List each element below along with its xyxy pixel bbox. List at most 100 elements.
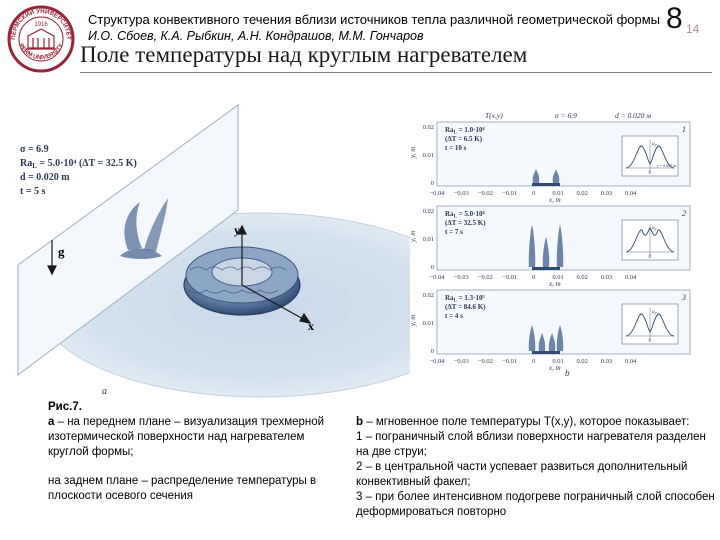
panel-time: t = 10 s [445, 144, 467, 152]
university-logo: ПЕРМСКИЙ УНИВЕРСИТЕТ PERM UNIVERSITY 191… [7, 5, 75, 73]
x-tick-label: −0.02 [478, 358, 493, 365]
x-tick-label: 0 [532, 274, 535, 281]
title-divider [80, 72, 712, 73]
param-rayleigh: RaL = 5.0·10⁴ (ΔT = 32.5 K) [20, 158, 137, 170]
y-tick-label: 0.01 [423, 320, 434, 327]
x-tick-label: 0.03 [601, 190, 612, 197]
temperature-plume [556, 325, 564, 351]
gravity-label: g [58, 244, 65, 259]
heater-bar [532, 267, 560, 270]
x-tick-label: 0.01 [552, 190, 563, 197]
x-tick-label: 0.02 [577, 358, 588, 365]
caption-right: b – мгновенное поле температуры T(x,y), … [356, 415, 716, 520]
temperature-plume [556, 225, 564, 267]
velocity-profile-line [625, 145, 675, 169]
panel-rayleigh: RaL = 1.3·10⁵ [445, 294, 485, 304]
caption-a-letter: a [48, 416, 55, 428]
panel-delta-t: (ΔT = 84.6 K) [445, 303, 486, 311]
panel-delta-t: (ΔT = 32.5 K) [445, 219, 486, 227]
heater-bar [532, 351, 560, 354]
inset-y-label: uy [652, 309, 657, 315]
x-tick-label: −0.03 [454, 358, 469, 365]
x-tick-label: −0.04 [429, 274, 445, 281]
x-tick-label: 0.03 [601, 358, 612, 365]
x-tick-label: 0.04 [625, 274, 637, 281]
param-diameter: d = 0.020 m [20, 172, 70, 183]
temperature-plume [542, 237, 550, 267]
y-tick-label: 0 [431, 180, 434, 187]
inset-x-label: 0 [649, 171, 652, 176]
caption-b-lead: b – мгновенное поле температуры T(x,y), … [356, 415, 716, 430]
caption-b-text: – мгновенное поле температуры T(x,y), ко… [363, 416, 690, 428]
fig-right-header-d: d = 0.020 м [615, 112, 651, 120]
temperature-plume [538, 333, 546, 351]
param-sigma: σ = 6.9 [20, 144, 49, 155]
y-tick-label: 0.01 [423, 236, 434, 243]
param-time: t = 5 s [20, 186, 46, 197]
x-tick-label: 0 [532, 190, 535, 197]
temperature-plume [532, 169, 540, 183]
slide-title: Поле температуры над круглым нагревателе… [80, 42, 528, 67]
x-tick-label: −0.01 [502, 358, 517, 365]
presentation-subject: Структура конвективного течения вблизи и… [88, 12, 661, 27]
panel-rayleigh: RaL = 5.0·10⁴ [445, 210, 485, 220]
caption-item-1: 1 – пограничный слой вблизи поверхности … [356, 431, 706, 458]
y-tick-label: 0.01 [423, 152, 434, 159]
x-axis-label: x, m [548, 364, 561, 372]
axis-label-x: x [308, 319, 314, 333]
x-tick-label: 0.04 [625, 358, 637, 365]
x-tick-label: −0.04 [429, 190, 445, 197]
caption-a-paragraph: a – на переднем плане – визуализация тре… [48, 415, 348, 460]
inset-note: y = 0.002 m [656, 163, 676, 168]
velocity-profile-line [625, 227, 675, 253]
y-axis-label: y, m [409, 231, 417, 243]
x-tick-label: 0.03 [601, 274, 612, 281]
logo-year: 1916 [34, 22, 48, 28]
logo-building-icon [26, 28, 56, 50]
coordinate-axes [237, 224, 312, 324]
y-axis-label: y, m [409, 147, 417, 159]
figure-caption-title: Рис.7. [48, 401, 82, 413]
fig-right-header-field: T(x,y) [485, 112, 503, 120]
panel-number: 3 [681, 293, 686, 302]
authors-line: И.О. Сбоев, К.А. Рыбкин, А.Н. Кондрашов,… [88, 29, 424, 43]
panel-rayleigh: RaL = 1.0·10⁴ [445, 126, 485, 136]
caption-left: Рис.7. a – на переднем плане – визуализа… [48, 400, 348, 504]
temperature-field-panels: T(x,y) σ = 6.9 d = 0.020 м 0.02 0.01 0 y, m… [409, 112, 691, 378]
caption-b-letter: b [356, 416, 364, 428]
temperature-plume [552, 169, 560, 183]
y-tick-label: 0.02 [423, 292, 434, 299]
x-tick-label: −0.02 [478, 190, 493, 197]
inset-y-label: uy [652, 225, 657, 231]
x-tick-label: −0.01 [502, 190, 517, 197]
slide-total: 14 [686, 22, 700, 36]
svg-text:PERM UNIVERSITY: PERM UNIVERSITY [17, 43, 65, 61]
inset-x-label: 0 [649, 339, 652, 344]
y-tick-label: 0.02 [423, 208, 434, 215]
x-tick-label: −0.03 [454, 274, 469, 281]
x-tick-label: 0.04 [625, 190, 637, 197]
panel-label-b: b [565, 368, 570, 378]
caption-a-text: – на переднем плане – визуализация трехм… [48, 416, 325, 458]
panel-delta-t: (ΔT = 6.5 K) [445, 135, 483, 143]
y-tick-label: 0 [431, 348, 434, 355]
gravity-arrow-icon [47, 240, 57, 276]
y-tick-label: 0.02 [423, 124, 434, 131]
panel-number: 1 [682, 125, 686, 134]
x-tick-label: 0.02 [577, 274, 588, 281]
x-tick-label: −0.04 [429, 358, 445, 365]
logo-ring-text-bottom: PERM UNIVERSITY [17, 43, 65, 61]
x-axis-label: x, m [548, 280, 561, 288]
x-tick-label: 0.02 [577, 190, 588, 197]
panel-label-a: a [102, 386, 107, 397]
y-tick-label: 0 [431, 264, 434, 271]
x-tick-label: −0.02 [478, 274, 493, 281]
y-axis-label: y, m [409, 315, 417, 327]
x-tick-label: 0 [532, 358, 535, 365]
fig-right-header-sigma: σ = 6.9 [555, 112, 577, 120]
panel-time: t = 7 s [445, 228, 463, 236]
x-tick-label: −0.01 [502, 274, 517, 281]
